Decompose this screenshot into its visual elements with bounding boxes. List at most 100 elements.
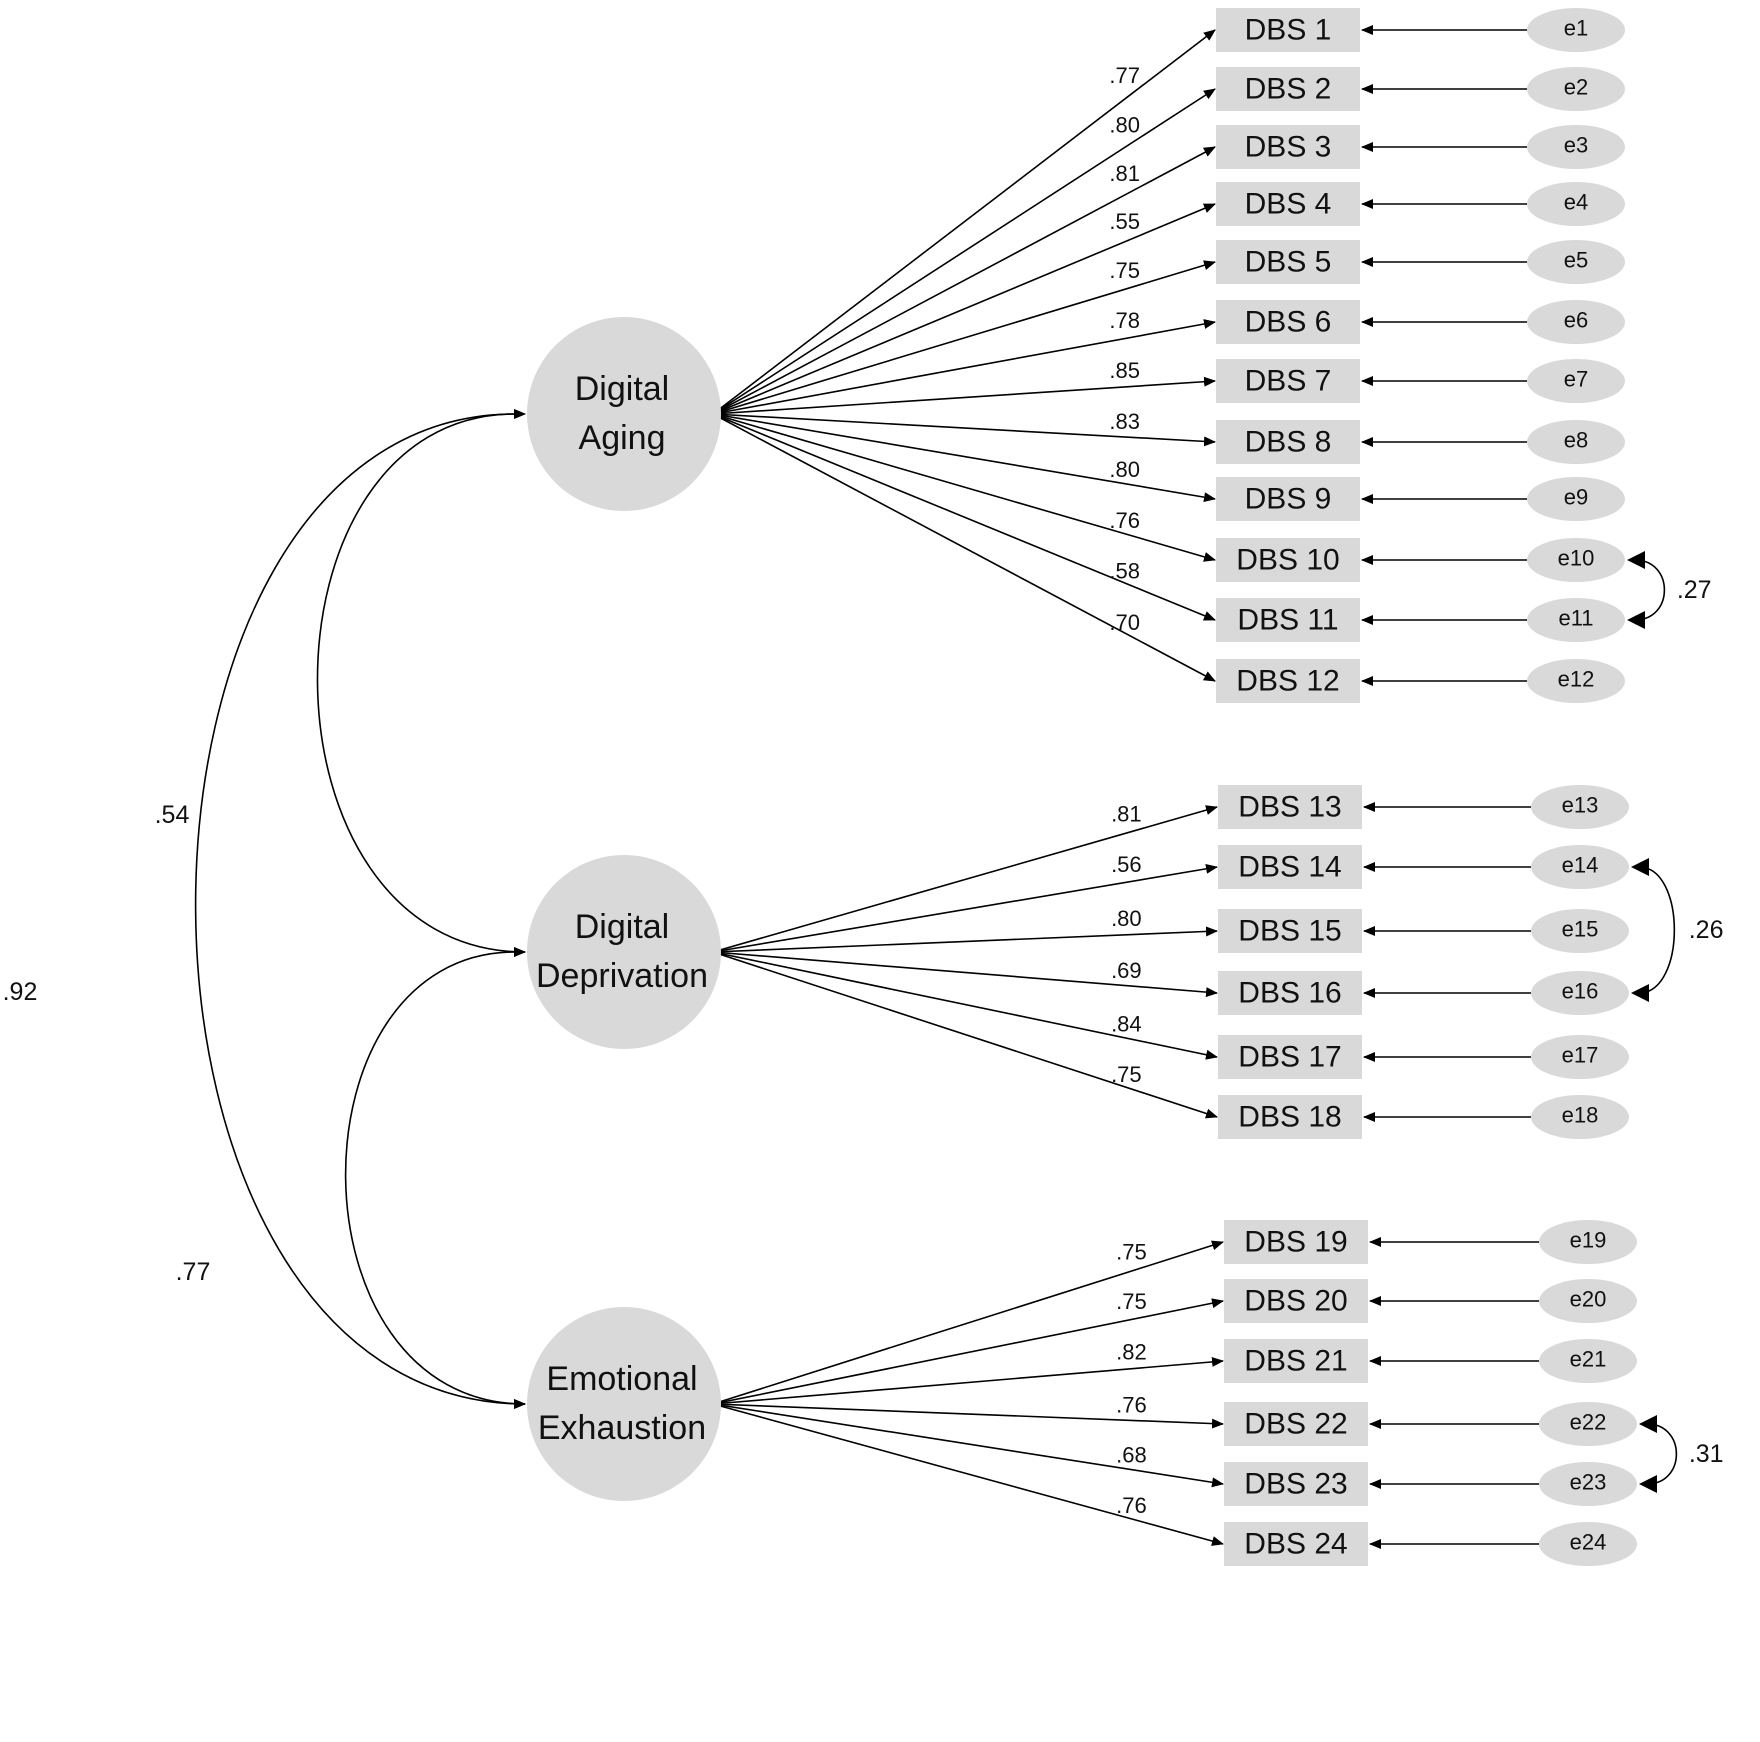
observed-item-label: DBS 12 [1236, 665, 1339, 698]
loading-arrow [712, 863, 1218, 953]
observed-item-box [1216, 67, 1360, 111]
error-term-label: e8 [1564, 428, 1588, 453]
observed-item-box [1218, 1035, 1362, 1079]
loading-value: .75 [1109, 258, 1140, 283]
loading-value: .83 [1109, 409, 1140, 434]
loading-arrow [712, 413, 1216, 562]
observed-item-box [1216, 538, 1360, 582]
observed-item-box [1218, 785, 1362, 829]
loading-arrow [712, 1298, 1224, 1405]
loading-arrow [712, 203, 1216, 415]
observed-item-box [1216, 659, 1360, 703]
correlation-value: .92 [3, 978, 38, 1006]
error-term-label: e12 [1558, 667, 1595, 692]
error-term-label: e15 [1562, 917, 1599, 942]
loading-value: .81 [1111, 802, 1142, 827]
error-covariance-arc [1646, 1423, 1678, 1485]
covariance-value: .26 [1689, 916, 1724, 944]
loading-value: .76 [1116, 1493, 1147, 1518]
observed-item-box [1216, 598, 1360, 642]
loading-arrow [712, 413, 1216, 621]
error-term-label: e2 [1564, 75, 1588, 100]
factor-correlation-arc [344, 951, 526, 1409]
observed-item-box [1224, 1339, 1368, 1383]
loading-arrow [712, 88, 1216, 415]
error-term-label: e20 [1570, 1287, 1607, 1312]
observed-item-box [1224, 1220, 1368, 1264]
observed-item-box [1216, 420, 1360, 464]
error-term-ellipse [1531, 971, 1629, 1015]
observed-item-label: DBS 8 [1245, 426, 1332, 459]
observed-item-label: DBS 23 [1244, 1468, 1347, 1501]
observed-item-box [1216, 8, 1360, 52]
error-term-label: e6 [1564, 308, 1588, 333]
error-term-ellipse [1539, 1279, 1637, 1323]
latent-factor-label: Deprivation [536, 957, 708, 995]
error-term-ellipse [1527, 538, 1625, 582]
correlation-value: .54 [155, 801, 190, 829]
observed-item-label: DBS 13 [1238, 791, 1341, 824]
error-term-label: e21 [1570, 1347, 1607, 1372]
observed-item-box [1216, 240, 1360, 284]
observed-item-label: DBS 3 [1245, 131, 1332, 164]
observed-item-label: DBS 4 [1245, 188, 1332, 221]
loading-value: .80 [1111, 906, 1142, 931]
error-term-label: e13 [1562, 793, 1599, 818]
observed-item-label: DBS 14 [1238, 851, 1341, 884]
error-covariance-arrowhead [1627, 611, 1645, 629]
error-term-ellipse [1539, 1220, 1637, 1264]
observed-item-box [1224, 1279, 1368, 1323]
observed-item-label: DBS 1 [1245, 14, 1332, 47]
loading-arrow [712, 926, 1218, 953]
error-term-ellipse [1527, 182, 1625, 226]
observed-item-label: DBS 15 [1238, 915, 1341, 948]
observed-item-label: DBS 21 [1244, 1345, 1347, 1378]
observed-item-box [1216, 359, 1360, 403]
error-term-label: e1 [1564, 16, 1588, 41]
observed-item-label: DBS 16 [1238, 977, 1341, 1010]
error-term-label: e22 [1570, 1410, 1607, 1435]
error-covariance-arrowhead [1631, 858, 1649, 876]
error-covariance-arrowhead [1627, 551, 1645, 569]
error-term-label: e3 [1564, 133, 1588, 158]
loading-value: .56 [1111, 852, 1142, 877]
loading-arrow [712, 1403, 1224, 1429]
error-term-ellipse [1527, 598, 1625, 642]
error-term-ellipse [1527, 300, 1625, 344]
error-term-ellipse [1531, 1035, 1629, 1079]
error-term-ellipse [1531, 909, 1629, 953]
error-term-ellipse [1527, 67, 1625, 111]
error-term-ellipse [1527, 8, 1625, 52]
error-term-ellipse [1527, 477, 1625, 521]
error-term-ellipse [1531, 785, 1629, 829]
loading-arrow [712, 376, 1216, 415]
loading-value: .84 [1111, 1012, 1142, 1037]
loading-value: .85 [1109, 358, 1140, 383]
error-term-ellipse [1539, 1402, 1637, 1446]
factor-correlation-arc-head [513, 409, 526, 420]
error-term-label: e18 [1562, 1103, 1599, 1128]
error-term-label: e7 [1564, 367, 1588, 392]
loading-arrow [712, 951, 1218, 1119]
error-term-label: e11 [1558, 606, 1593, 631]
loading-arrow [712, 260, 1216, 415]
loading-value: .68 [1116, 1443, 1147, 1468]
error-term-ellipse [1527, 659, 1625, 703]
observed-item-label: DBS 17 [1238, 1041, 1341, 1074]
observed-item-label: DBS 11 [1237, 604, 1338, 637]
observed-item-label: DBS 5 [1245, 246, 1332, 279]
loading-value: .75 [1111, 1062, 1142, 1087]
covariance-value: .31 [1689, 1440, 1724, 1468]
loading-arrow [712, 1356, 1224, 1405]
latent-factor-label: Emotional [546, 1360, 697, 1398]
observed-item-box [1218, 845, 1362, 889]
loading-arrow [712, 146, 1216, 415]
edges-layer [194, 25, 1678, 1549]
error-term-ellipse [1527, 420, 1625, 464]
loading-arrow [712, 413, 1216, 503]
observed-item-box [1224, 1462, 1368, 1506]
factor-correlation-arc [316, 413, 526, 957]
loading-arrow [712, 805, 1218, 953]
observed-item-box [1216, 182, 1360, 226]
